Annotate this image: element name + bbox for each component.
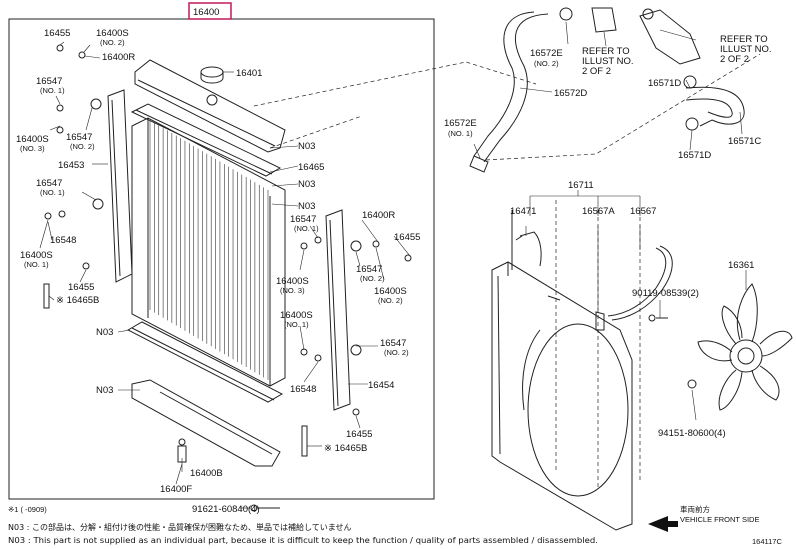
label-16455-a[interactable]: 16455 <box>44 28 70 39</box>
label-16547-no1-b[interactable]: 16547 <box>36 178 62 189</box>
label-16400s-no3-b[interactable]: 16400S <box>276 276 309 287</box>
label-16571d-b[interactable]: 16571D <box>678 150 711 161</box>
label-16400r-a[interactable]: 16400R <box>102 52 135 63</box>
label-16400r-b[interactable]: 16400R <box>362 210 395 221</box>
label-16567a[interactable]: 16567A <box>582 206 615 217</box>
fan-shroud-drawing <box>491 190 697 531</box>
refer-to-b[interactable]: REFER TO <box>720 34 768 45</box>
vehicle-front-arrow <box>648 516 678 532</box>
label-16471[interactable]: 16471 <box>510 206 536 217</box>
label-16548-a[interactable]: 16548 <box>50 235 76 246</box>
assembly-part-highlight[interactable] <box>188 2 232 20</box>
leader-lines-left <box>39 41 411 509</box>
refer-to-a[interactable]: REFER TO <box>582 46 630 57</box>
label-16454[interactable]: 16454 <box>368 380 394 391</box>
sublabel-no1-c: (NO. 1) <box>24 260 49 269</box>
label-16455-d[interactable]: 16455 <box>346 429 372 440</box>
label-16547-no2-a[interactable]: 16547 <box>66 132 92 143</box>
leader-lines-hoses <box>253 21 761 161</box>
label-16571d-a[interactable]: 16571D <box>648 78 681 89</box>
sublabel-no1-e: (NO. 1) <box>284 320 309 329</box>
note-japanese: N03 : この部品は、分解・組付け後の性能・品質確保が困難なため、単品では補給… <box>8 522 351 532</box>
sublabel-no2-b: (NO. 2) <box>70 142 95 151</box>
label-16547-no1-a[interactable]: 16547 <box>36 76 62 87</box>
label-16400s-no2-b[interactable]: 16400S <box>374 286 407 297</box>
label-16401[interactable]: 16401 <box>236 68 262 79</box>
label-94151-80600[interactable]: 94151-80600(4) <box>658 428 726 439</box>
cooling-fan-drawing <box>697 270 793 411</box>
label-16465[interactable]: 16465 <box>298 162 324 173</box>
label-16572e-no2[interactable]: 16572E <box>530 48 563 59</box>
sublabel-no1-b: (NO. 1) <box>40 188 65 197</box>
label-16547-no2-c[interactable]: 16547 <box>380 338 406 349</box>
sublabel-no2-a: (NO. 2) <box>100 38 125 47</box>
refer-page-a[interactable]: 2 OF 2 <box>582 66 611 77</box>
label-90119-08539[interactable]: 90119-08539(2) <box>632 288 699 299</box>
label-16400f[interactable]: 16400F <box>160 484 192 495</box>
part-labels: 16455 16400S (NO. 2) 16400R 16401 16547 … <box>16 28 772 515</box>
label-16547-no2-b[interactable]: 16547 <box>356 264 382 275</box>
label-16361[interactable]: 16361 <box>728 260 754 271</box>
label-16465b-b[interactable]: ※ 16465B <box>324 443 367 454</box>
hose-drawing <box>469 7 745 173</box>
refer-page-b[interactable]: 2 OF 2 <box>720 54 749 65</box>
label-n03-c[interactable]: N03 <box>298 201 315 212</box>
footnote-range: ※1 ( -0909) <box>8 505 47 514</box>
sublabel-no2-e: (NO. 2) <box>384 348 409 357</box>
label-n03-a[interactable]: N03 <box>298 141 315 152</box>
label-16453[interactable]: 16453 <box>58 160 84 171</box>
radiator-assembly-frame <box>8 18 435 500</box>
label-16547-no1-c[interactable]: 16547 <box>290 214 316 225</box>
label-n03-e[interactable]: N03 <box>96 385 113 396</box>
label-16548-b[interactable]: 16548 <box>290 384 316 395</box>
sublabel-no1-f: (NO. 1) <box>448 129 473 138</box>
sublabel-no1-a: (NO. 1) <box>40 86 65 95</box>
label-16455-b[interactable]: 16455 <box>68 282 94 293</box>
direction-label-jp: 車両前方 <box>680 504 710 514</box>
label-16465b-a[interactable]: ※ 16465B <box>56 295 99 306</box>
label-16455-c[interactable]: 16455 <box>394 232 420 243</box>
label-16400s-no1-b[interactable]: 16400S <box>280 310 313 321</box>
label-16400s-no1-a[interactable]: 16400S <box>20 250 53 261</box>
sublabel-no2-f: (NO. 2) <box>534 59 559 68</box>
sublabel-no3-a: (NO. 3) <box>20 144 45 153</box>
sublabel-no2-c: (NO. 2) <box>360 274 385 283</box>
label-16400b[interactable]: 16400B <box>190 468 223 479</box>
label-n03-b[interactable]: N03 <box>298 179 315 190</box>
label-91621-60840[interactable]: 91621-60840(4) <box>192 504 260 515</box>
refer-illust-no-b[interactable]: ILLUST NO. <box>720 44 772 55</box>
label-16572d[interactable]: 16572D <box>554 88 587 99</box>
label-16567[interactable]: 16567 <box>630 206 656 217</box>
sublabel-no2-d: (NO. 2) <box>378 296 403 305</box>
label-16711[interactable]: 16711 <box>568 180 594 191</box>
note-english: N03 : This part is not supplied as an in… <box>8 536 598 545</box>
illustration-code: 164117C <box>752 537 782 546</box>
direction-label-en: VEHICLE FRONT SIDE <box>680 515 759 524</box>
label-16400s-no2-a[interactable]: 16400S <box>96 28 129 39</box>
radiator-core-drawing <box>43 44 412 512</box>
sublabel-no3-b: (NO. 3) <box>280 286 305 295</box>
label-n03-d[interactable]: N03 <box>96 327 113 338</box>
assembly-part-number[interactable]: 16400 <box>193 7 219 18</box>
label-16571c[interactable]: 16571C <box>728 136 761 147</box>
label-16400s-no3-a[interactable]: 16400S <box>16 134 49 145</box>
refer-illust-no-a[interactable]: ILLUST NO. <box>582 56 634 67</box>
label-16572e-no1[interactable]: 16572E <box>444 118 477 129</box>
sublabel-no1-d: (NO. 1) <box>294 224 319 233</box>
